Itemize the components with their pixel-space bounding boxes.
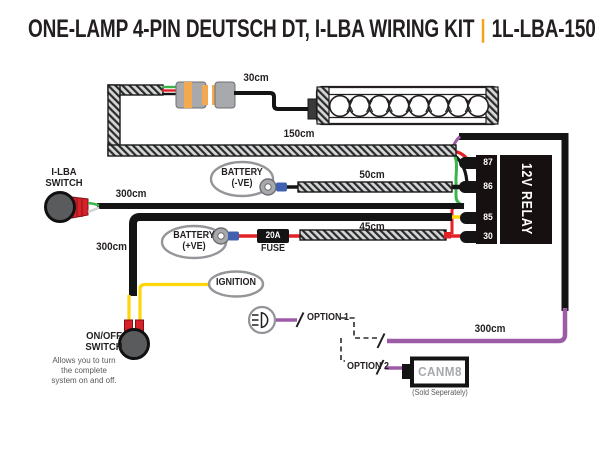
canm8-note: (Sold Seperately): [412, 388, 468, 397]
relay-pin-86: [459, 181, 481, 193]
break-slash: [295, 312, 305, 328]
product-code: 1L-LBA-150: [491, 15, 596, 43]
relay: [459, 155, 552, 244]
label-300cm-ilba: 300cm: [115, 188, 147, 200]
light-bar: [307, 85, 500, 126]
label-50cm: 50cm: [359, 169, 385, 181]
blue-crimp: [228, 231, 239, 241]
deutsch-connectors: [162, 81, 309, 111]
main-loom-150cm: [107, 84, 457, 157]
position-light-routing: [387, 133, 569, 344]
relay-pin-30: [460, 231, 481, 243]
break-slash: [376, 333, 386, 349]
ilba-switch: [44, 191, 100, 223]
relay-pin-85: [460, 212, 481, 224]
headlamp-glyph: [252, 311, 269, 329]
options: [247, 305, 404, 375]
onoff-switch: [118, 319, 150, 360]
positive-run: [239, 229, 465, 243]
label-300cm-onoff: 300cm: [96, 241, 127, 253]
label-300cm-position: 300cm: [474, 323, 506, 335]
ignition-label: IGNITION: [215, 277, 257, 288]
canm8-module: [402, 356, 469, 388]
battery-negative-label: BATTERY (-VE): [221, 167, 263, 189]
relay-pin-85-label: 85: [483, 212, 493, 223]
relay-pin-86-label: 86: [483, 181, 493, 192]
dashed-link-option2: [340, 338, 345, 362]
negative-run: [287, 181, 465, 193]
title-text: ONE-LAMP 4-PIN DEUTSCH DT, I-LBA WIRING …: [28, 15, 475, 43]
switch-button: [118, 328, 150, 360]
relay-pin-30-label: 30: [483, 231, 493, 242]
red-cable-tip: [444, 232, 451, 239]
ignition-oval: [207, 270, 265, 298]
canm8-label: CANM8: [418, 364, 462, 379]
relay-body: [500, 155, 552, 244]
option1-label: OPTION 1: [307, 312, 350, 323]
relay-pin-87-label: 87: [483, 157, 493, 168]
braided-cable-50cm: [297, 181, 453, 193]
ilba-switch-label: I-LBA SWITCH: [45, 166, 83, 190]
relay-pin-87: [459, 157, 481, 169]
label-45cm: 45cm: [359, 221, 385, 233]
relay-terminal-strip: [476, 155, 497, 244]
option2-label: OPTION 2: [347, 361, 390, 372]
page-title: ONE-LAMP 4-PIN DEUTSCH DT, I-LBA WIRING …: [28, 15, 596, 44]
dashed-link-option1: [341, 317, 378, 339]
title-separator: |: [480, 15, 486, 43]
lamp-lattice: [346, 98, 472, 113]
fuse-rating: 20A: [265, 230, 281, 240]
fuse-body: [257, 229, 289, 243]
battery-positive: [160, 224, 239, 260]
label-150cm: 150cm: [283, 128, 315, 140]
switch-button: [44, 191, 76, 223]
label-30cm: 30cm: [243, 72, 269, 84]
yellow-ignition-lead: [138, 282, 210, 321]
canm8-box: [410, 356, 469, 388]
break-slash: [375, 359, 385, 375]
connector-female: [214, 81, 236, 109]
purple-position-wire: [387, 308, 568, 344]
battery-positive-label: BATTERY (+VE): [173, 230, 215, 252]
lamp-lead-30cm: [234, 91, 309, 111]
canm8-connector: [402, 364, 412, 379]
relay-label: 12V RELAY: [518, 162, 534, 236]
battery-negative: [209, 160, 287, 198]
onoff-switch-label: ON/OFF SWITCH: [85, 330, 123, 354]
onoff-switch-caption: Allows you to turn the complete system o…: [51, 356, 117, 385]
fuse-label: FUSE: [260, 243, 286, 254]
blue-crimp: [276, 182, 287, 192]
